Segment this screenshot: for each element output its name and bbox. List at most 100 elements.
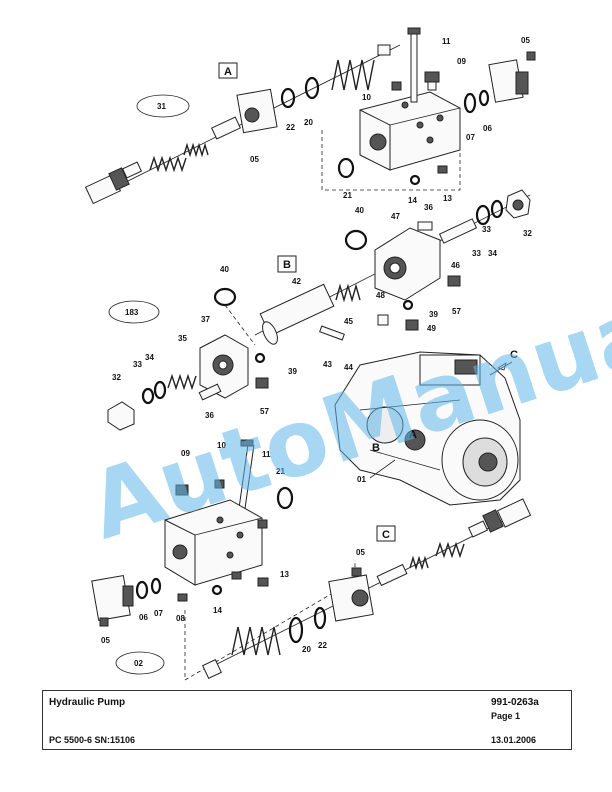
label-46: 46 [451, 261, 460, 270]
spring-a3 [331, 59, 375, 91]
label-10-a: 10 [362, 93, 371, 102]
label-40-a: 40 [355, 206, 364, 215]
assembly-b: B 40 47 36 33 [220, 189, 532, 372]
label-10-b: 10 [217, 441, 226, 450]
rod-46 [438, 218, 478, 244]
label-49: 49 [427, 324, 436, 333]
bolt-05-d [99, 617, 109, 627]
end-plug-c [467, 498, 532, 538]
label-33-a: 33 [482, 225, 491, 234]
label-14-b: 14 [213, 606, 222, 615]
end-flange-right-a [488, 59, 529, 103]
label-36-b: 36 [205, 411, 214, 420]
bolt-08-b [231, 571, 242, 580]
bolt-36-c [198, 383, 222, 401]
plug-10-b [214, 479, 225, 489]
label-34-b: 34 [145, 353, 154, 362]
o-ring-40-a [213, 287, 237, 307]
spring-c-large [231, 626, 281, 656]
label-42: 42 [292, 277, 301, 286]
label-44: 44 [344, 363, 353, 372]
callout-ellipse-183 [108, 300, 160, 324]
callout-ellipse-02 [115, 651, 165, 675]
spring-a1 [149, 155, 187, 173]
label-47: 47 [391, 212, 400, 221]
callout-label-183: 183 [125, 308, 139, 317]
label-07-a: 07 [466, 133, 475, 142]
label-33-b: 33 [472, 249, 481, 258]
cover-37 [199, 334, 249, 399]
o-ring-22-b [313, 606, 327, 630]
label-48: 48 [376, 291, 385, 300]
label-32-a: 32 [523, 229, 532, 238]
label-01: 01 [357, 475, 366, 484]
label-39-b: 39 [288, 367, 297, 376]
letter-a-marker: A [409, 429, 417, 441]
label-43: 43 [323, 360, 332, 369]
o-ring-07-a [463, 92, 477, 114]
pump-housing: A B C 01 [334, 349, 521, 506]
label-11-a: 11 [442, 37, 451, 46]
label-05-a: 05 [521, 36, 530, 45]
label-20-a: 20 [304, 118, 313, 127]
spring-45 [335, 283, 361, 303]
bolt-05-e [351, 567, 362, 577]
label-06-a: 06 [483, 124, 492, 133]
label-09-b: 09 [181, 449, 190, 458]
end-flange-left-b [91, 574, 134, 622]
spool-a [211, 116, 241, 140]
spool-42 [259, 283, 335, 345]
cap-c [202, 659, 222, 679]
plug-09-a [424, 71, 440, 91]
nut-33 [475, 204, 491, 226]
label-35: 35 [178, 334, 187, 343]
spring-a2 [183, 142, 209, 158]
label-09-a: 09 [457, 57, 466, 66]
o-ring-07-b [135, 580, 149, 600]
flange-c [328, 574, 374, 622]
label-22: 22 [286, 123, 295, 132]
label-08-a: 08 [176, 614, 185, 623]
label-57-a: 57 [452, 307, 461, 316]
washer-34 [490, 199, 504, 219]
spring-35 [167, 373, 197, 391]
pin-43 [319, 325, 345, 341]
page-number: Page 1 [491, 711, 521, 721]
label-14-a: 14 [408, 196, 417, 205]
label-45: 45 [344, 317, 353, 326]
plug-49 [405, 319, 419, 331]
o-ring-21-a [337, 157, 355, 179]
box-label-b: B [283, 259, 291, 271]
washer-34-b [141, 387, 155, 405]
o-ring-14-b [211, 584, 223, 596]
plug-57-b [255, 377, 269, 389]
label-13-b: 13 [280, 570, 289, 579]
plug-10-a [391, 81, 402, 91]
o-ring-40-b [344, 229, 368, 251]
bolt-13-a [437, 165, 448, 174]
label-57-b: 57 [260, 407, 269, 416]
assembly-left-middle: 183 37 35 33 34 32 39 36 57 [107, 287, 297, 431]
flange-a [236, 88, 278, 134]
o-ring-39-a [402, 299, 414, 311]
plug-09-b [175, 484, 189, 496]
label-22-b: 22 [318, 641, 327, 650]
o-ring-20 [304, 76, 320, 100]
plug-57-a [447, 275, 461, 287]
issue-date: 13.01.2006 [491, 735, 537, 745]
assembly-c: C 05 20 22 [202, 498, 532, 679]
label-39-a: 39 [429, 310, 438, 319]
callout-label-02: 02 [134, 659, 143, 668]
label-05-b: 05 [250, 155, 259, 164]
o-ring-06-b [150, 577, 162, 595]
o-ring-14-a [409, 174, 421, 186]
plug-48 [377, 314, 389, 326]
o-ring-21-b [276, 486, 294, 510]
bolt-36-b [417, 221, 433, 231]
bolt-08-a [177, 593, 188, 602]
model-serial: PC 5500-6 SN:15106 [49, 735, 136, 745]
label-05-c: 05 [356, 548, 365, 557]
letter-c-marker: C [510, 349, 518, 361]
cover-47 [374, 227, 441, 301]
